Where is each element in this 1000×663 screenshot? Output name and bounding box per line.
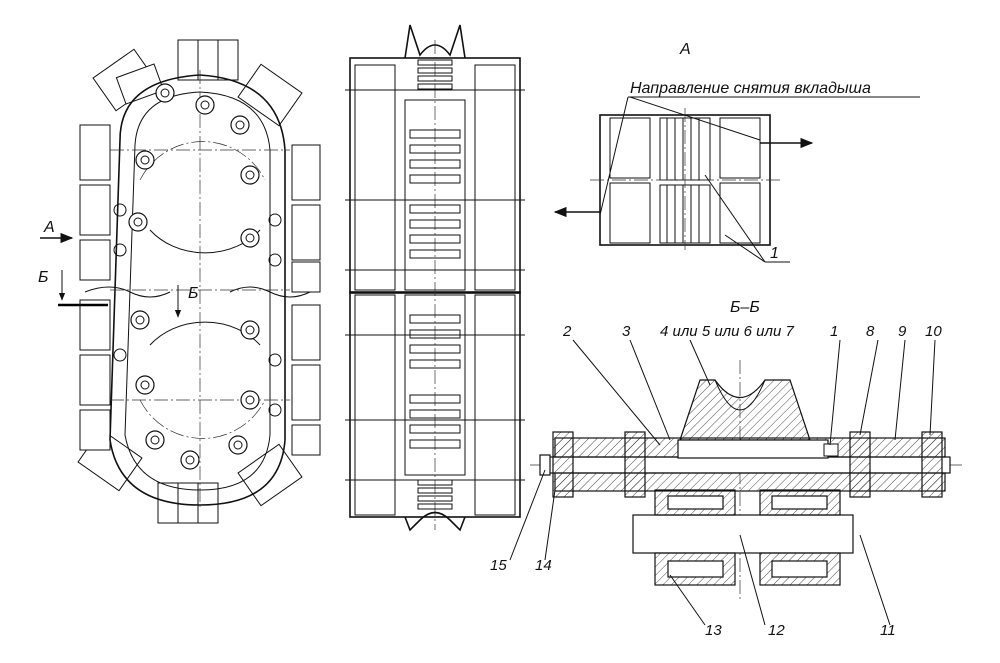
part-label-9: 9 [898, 323, 907, 340]
front-elevation-view [345, 24, 525, 532]
section-title: Б–Б [730, 299, 760, 316]
part-label-4-7: 4 или 5 или 6 или 7 [660, 323, 794, 340]
part-label-2: 2 [562, 323, 572, 340]
section-mark-right: Б [188, 285, 198, 302]
view-a-arrow-label: А [43, 219, 55, 236]
part-label-3: 3 [622, 323, 631, 340]
section-mark-left: Б [38, 269, 48, 286]
view-a-callout-1: 1 [770, 245, 779, 262]
section-leaders [509, 339, 936, 626]
part-label-15: 15 [490, 557, 507, 574]
top-pads [92, 39, 303, 127]
part-label-14: 14 [535, 557, 552, 574]
right-pads [291, 144, 321, 456]
view-a-title: А [679, 41, 691, 58]
roller-stack-top [409, 129, 461, 259]
part-label-8: 8 [866, 323, 875, 340]
part-label-1: 1 [830, 323, 838, 340]
part-label-13: 13 [705, 622, 722, 639]
direction-note: Направление снятия вкладыша [630, 80, 871, 97]
left-pads [79, 124, 111, 451]
view-a: А Направление снятия вкладыша [553, 41, 920, 263]
chain-pins [113, 83, 282, 470]
section-bb: Б–Б [490, 299, 965, 639]
chain-loop-view: А Б Б [38, 39, 321, 524]
part-label-12: 12 [768, 622, 785, 639]
part-label-11: 11 [880, 622, 896, 639]
roller-stack-bottom [409, 314, 461, 449]
part-label-10: 10 [925, 323, 942, 340]
